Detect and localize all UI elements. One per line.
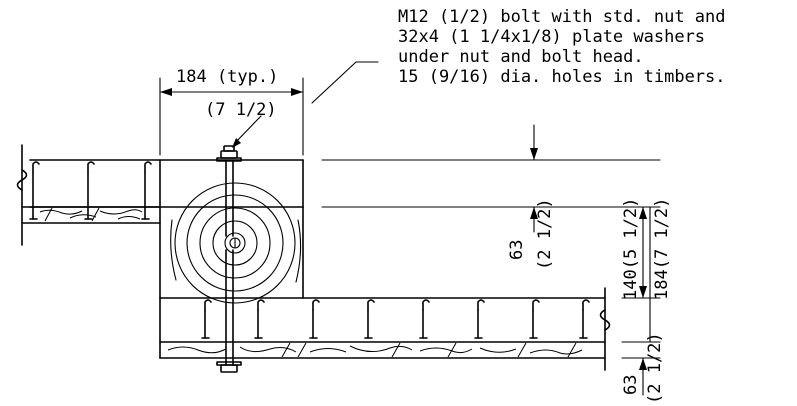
dim-overlap-63: 63 xyxy=(507,240,527,260)
arrow-63-upper xyxy=(530,207,538,219)
note-leader-diagonal xyxy=(311,61,357,104)
lower-deck-plank xyxy=(159,287,611,371)
bolt-leader-arrowhead xyxy=(232,138,241,148)
note-line-1: M12 (1/2) bolt with std. nut and xyxy=(398,7,726,27)
arrow-63-lower xyxy=(639,358,647,370)
lower-nails xyxy=(201,299,590,339)
lower-grain xyxy=(167,342,583,358)
dim-block-width: 184 (typ.) (7 1/2) xyxy=(159,67,304,156)
dim-block-width-imperial: (7 1/2) xyxy=(205,100,277,120)
upper-grain xyxy=(39,207,143,222)
dim-vertical-group xyxy=(321,124,661,396)
dim-block-width-label: 184 (typ.) xyxy=(176,67,278,87)
upper-deck-plank xyxy=(16,144,304,299)
dim-lower-63: 63 xyxy=(621,375,641,395)
dim-overlap-63-imperial: (2 1/2) xyxy=(535,198,555,270)
dim-lower-63-imperial: (2 1/2) xyxy=(645,332,665,404)
timber-end-grain-section xyxy=(159,182,304,304)
bolt-note: M12 (1/2) bolt with std. nut and 32x4 (1… xyxy=(232,7,726,148)
arrow-top-surface xyxy=(530,148,538,160)
bolt-leader xyxy=(233,115,262,145)
note-line-4: 15 (9/16) dia. holes in timbers. xyxy=(398,67,726,87)
note-line-3: under nut and bolt head. xyxy=(398,47,644,67)
upper-nails xyxy=(29,161,152,220)
dim-depth-184: 184(7 1/2) xyxy=(652,198,672,300)
note-line-2: 32x4 (1 1/4x1/8) plate washers xyxy=(398,27,705,47)
bolt-assembly xyxy=(216,145,242,373)
dim-depth-140: 140(5 1/2) xyxy=(621,198,641,300)
